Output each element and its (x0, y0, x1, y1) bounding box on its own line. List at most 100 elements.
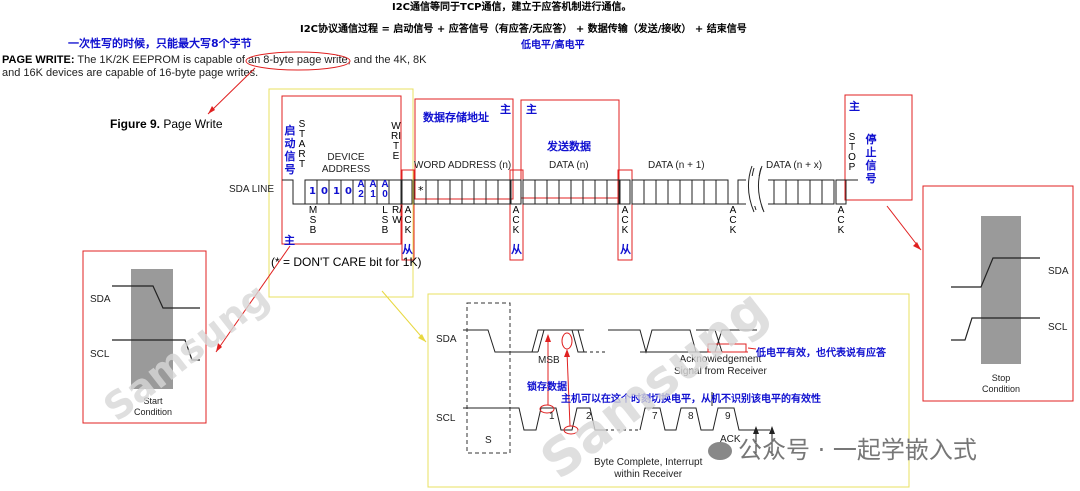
figure-label: Figure 9. (110, 117, 161, 131)
byte-complete1: Byte Complete, Interrupt (594, 457, 703, 468)
page-write-paragraph: PAGE WRITE: The 1K/2K EEPROM is capable … (2, 54, 427, 80)
stop-box (844, 94, 913, 201)
rw-label: R/W (392, 205, 402, 226)
start-cond-scl: SCL (90, 349, 110, 360)
start-cond-frame (82, 250, 207, 424)
master-label-start: 主 (284, 234, 295, 247)
word-addr-box (414, 98, 514, 200)
timing-frame (427, 293, 910, 488)
start-cond-title2: Condition (133, 407, 173, 417)
page-write-text2: and 16K devices are capable of 16-byte p… (2, 67, 259, 79)
stop-cond-title: Stop Condition (978, 373, 1024, 395)
slave-label-3: 从 (620, 243, 631, 256)
timing-ack-label: ACK (720, 434, 741, 445)
sda-line-label: SDA LINE (229, 184, 275, 195)
addr-bit-2: 1 (333, 186, 340, 197)
addr-bit-0: 1 (309, 186, 316, 197)
master-label-word: 主 (500, 103, 511, 116)
ack-label-2: ACK (512, 205, 520, 236)
byte-complete-note: Byte Complete, Interrupt within Receiver (594, 457, 702, 481)
ack3-box (617, 169, 633, 261)
send-data-cn: 发送数据 (547, 140, 591, 153)
addr-bit-a0: A0 (381, 179, 389, 200)
note-page-limit: 一次性写的时候，只能最大写8个字节 (68, 37, 252, 50)
header-line1: I2C通信等同于TCP通信，建立于应答机制进行通信。 (392, 2, 632, 13)
highlight-ellipse (245, 51, 351, 71)
addr-bit-a2: A2 (357, 179, 365, 200)
arrow-start-cond (215, 245, 291, 353)
latch-note: 锁存数据 (527, 382, 567, 393)
word-addr-star: * (418, 184, 424, 197)
byte-complete2: within Receiver (614, 469, 683, 480)
stop-cn-label: 停止信号 (865, 133, 877, 185)
data-n-label: DATA (n) (549, 160, 589, 171)
wechat-text: 公众号 · 一起学嵌入式 (738, 436, 977, 464)
stop-label: STOP (848, 132, 856, 173)
word-addr-cn: 数据存储地址 (423, 111, 489, 124)
start-cond-shade (131, 269, 173, 389)
ack-label-5: ACK (837, 205, 845, 236)
ack-label-4: ACK (729, 205, 737, 236)
yellow-frame-top (268, 88, 414, 298)
ack-label-3: ACK (621, 205, 629, 236)
addr-bit-a1: A1 (369, 179, 377, 200)
addr-bit-1: 0 (321, 186, 328, 197)
master-label-data: 主 (526, 103, 537, 116)
start-cond-title: Start Condition (130, 396, 176, 418)
timing-s-label: S (485, 435, 492, 446)
page-write-text1: The 1K/2K EEPROM is capable of an 8-byte… (74, 54, 427, 66)
start-cn-label: 启动信号 (284, 124, 296, 176)
timing-ack-signal2: Signal from Receiver (674, 366, 767, 377)
start-label: START (298, 119, 306, 170)
arrow-stop-cond (886, 205, 922, 251)
ack2-box (509, 169, 524, 261)
page-write-bold: PAGE WRITE: (2, 54, 75, 66)
arrow-to-figure (207, 67, 256, 115)
timing-ack-signal: Acknowledgement Signal from Receiver (674, 354, 767, 378)
clock-7: 7 (652, 411, 658, 422)
wechat-watermark: 公众号 · 一起学嵌入式 (708, 430, 977, 465)
data-box (520, 99, 620, 199)
clock-9: 9 (725, 411, 731, 422)
device-address-label: DEVICE ADDRESS (321, 152, 371, 175)
slave-label-1: 从 (402, 243, 413, 256)
timing-scl-label: SCL (436, 413, 456, 424)
header-line3: 低电平/高电平 (521, 40, 585, 51)
msb-label: MSB (308, 205, 318, 236)
stop-cond-scl: SCL (1048, 322, 1068, 333)
lsb-label: LSB (381, 205, 389, 236)
clock-2: 2 (586, 411, 592, 422)
stop-cond-frame (922, 185, 1074, 402)
sda-waveform (282, 179, 858, 205)
ack1-box (401, 169, 415, 261)
slave-label-2: 从 (511, 243, 522, 256)
master-label-stop: 主 (849, 100, 860, 113)
clock-8: 8 (688, 411, 694, 422)
word-address-label: WORD ADDRESS (n) (414, 160, 512, 171)
write-label: WRITE (391, 121, 401, 162)
arrow-head (208, 106, 215, 114)
timing-msb-label: MSB (538, 355, 560, 366)
start-addr-box (281, 95, 402, 245)
ack-label-1: ACK (404, 205, 412, 236)
data-n1-label: DATA (n + 1) (648, 160, 705, 171)
clock-1: 1 (549, 411, 555, 422)
figure-caption: Figure 9. Page Write (110, 117, 223, 131)
timing-ack-signal1: Acknowledgement (679, 354, 762, 365)
wechat-icon (708, 442, 732, 460)
addr-bit-3: 0 (345, 186, 352, 197)
figure-title: Page Write (163, 117, 223, 131)
timing-sda-label: SDA (436, 334, 457, 345)
start-cond-title1: Start (143, 396, 163, 406)
header-line2: I2C协议通信过程 = 启动信号 + 应答信号（有应答/无应答） + 数据传输（… (300, 24, 747, 35)
stop-cond-sda: SDA (1048, 266, 1069, 277)
stop-cond-shade (981, 216, 1021, 364)
stop-cond-title2: Condition (981, 384, 1021, 394)
start-cond-sda: SDA (90, 294, 111, 305)
arrow-timing (381, 290, 427, 343)
stop-cond-title1: Stop (991, 373, 1011, 383)
low-valid-note: 低电平有效，也代表说有应答 (756, 348, 886, 359)
switch-note: 主机可以在这个时刻切换电平，从机不识别该电平的有效性 (561, 394, 821, 405)
dont-care-note: (* = DON'T CARE bit for 1K) (271, 255, 422, 269)
